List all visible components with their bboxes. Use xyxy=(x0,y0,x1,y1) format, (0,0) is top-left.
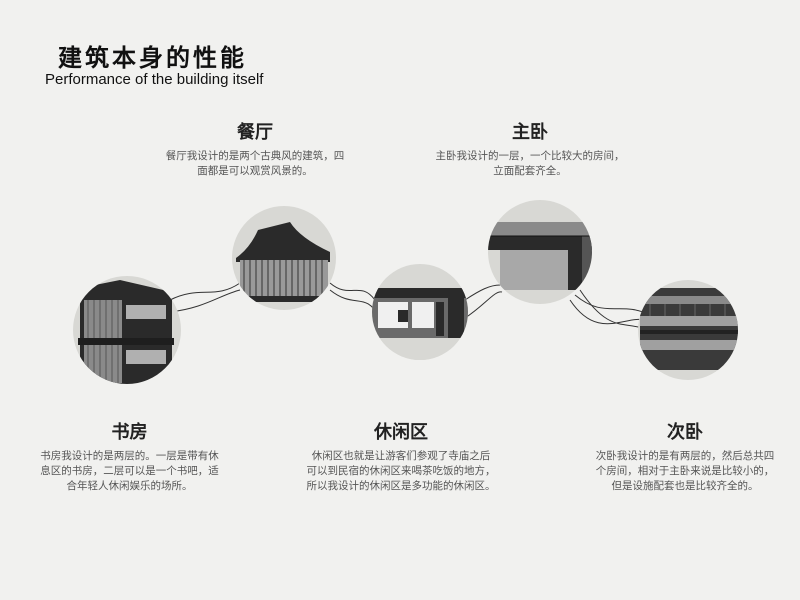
page-title: 建筑本身的性能 xyxy=(58,44,247,72)
dining-desc-line: 面都是可以观赏风景的。 xyxy=(197,165,313,177)
study-desc-line: 合年轻人休闲娱乐的场所。 xyxy=(66,480,193,492)
master-bedroom-desc-line: 立面配套齐全。 xyxy=(493,165,567,177)
study-illustration xyxy=(73,276,181,384)
second-bedroom-desc-line: 但是设施配套也是比较齐全的。 xyxy=(611,480,759,492)
leisure-illustration xyxy=(372,264,468,360)
connector-line xyxy=(464,284,501,301)
second-bedroom-desc-line: 次卧我设计的是有两层的，然后总共四 xyxy=(595,450,775,462)
connector-line xyxy=(329,282,376,301)
leisure-title: 休闲区 xyxy=(374,422,428,443)
second-bedroom-title: 次卧 xyxy=(667,422,703,443)
dining-illustration xyxy=(232,206,336,310)
second-bedroom-illustration xyxy=(638,280,738,380)
page-subtitle: Performance of the building itself xyxy=(45,71,264,88)
dining-desc-line: 餐厅我设计的是两个古典风的建筑，四 xyxy=(165,150,345,162)
master-bedroom-desc-line: 主卧我设计的一层，一个比较大的房间， xyxy=(435,150,625,162)
second-bedroom-label: 次卧 次卧我设计的是有两层的，然后总共四 个房间，相对于主卧来说是比较小的， 但… xyxy=(575,418,795,494)
connector-line xyxy=(169,289,241,313)
dining-title: 餐厅 xyxy=(237,122,273,143)
dining-description: 餐厅我设计的是两个古典风的建筑，四 面都是可以观赏风景的。 xyxy=(150,149,360,179)
connector-line xyxy=(464,291,503,319)
master-bedroom-label: 主卧 主卧我设计的一层，一个比较大的房间， 立面配套齐全。 xyxy=(420,118,640,179)
leisure-description: 休闲区也就是让游客们参观了寺庙之后 可以到民宿的休闲区来喝茶吃饭的地方， 所以我… xyxy=(290,449,512,494)
study-description: 书房我设计的是两层的。一层是带有休 息区的书房，二层可以是一个书吧，适 合年轻人… xyxy=(22,449,237,494)
connector-line xyxy=(169,282,241,301)
second-bedroom-description: 次卧我设计的是有两层的，然后总共四 个房间，相对于主卧来说是比较小的， 但是设施… xyxy=(575,449,795,494)
study-label: 书房 书房我设计的是两层的。一层是带有休 息区的书房，二层可以是一个书吧，适 合… xyxy=(22,418,237,494)
study-desc-line: 书房我设计的是两层的。一层是带有休 xyxy=(40,450,219,462)
master-bedroom-illustration xyxy=(488,200,592,304)
connector-line xyxy=(574,294,651,316)
leisure-label: 休闲区 休闲区也就是让游客们参观了寺庙之后 可以到民宿的休闲区来喝茶吃饭的地方，… xyxy=(290,418,512,494)
master-bedroom-description: 主卧我设计的一层，一个比较大的房间， 立面配套齐全。 xyxy=(420,149,640,179)
leisure-desc-line: 可以到民宿的休闲区来喝茶吃饭的地方， xyxy=(306,465,496,477)
dining-label: 餐厅 餐厅我设计的是两个古典风的建筑，四 面都是可以观赏风景的。 xyxy=(150,118,360,179)
study-title: 书房 xyxy=(111,422,148,443)
study-desc-line: 息区的书房，二层可以是一个书吧，适 xyxy=(40,465,219,477)
leisure-desc-line: 休闲区也就是让游客们参观了寺庙之后 xyxy=(311,450,491,462)
second-bedroom-desc-line: 个房间，相对于主卧来说是比较小的， xyxy=(595,465,775,477)
master-bedroom-title: 主卧 xyxy=(512,122,548,143)
leisure-desc-line: 所以我设计的休闲区是多功能的休闲区。 xyxy=(306,480,496,492)
